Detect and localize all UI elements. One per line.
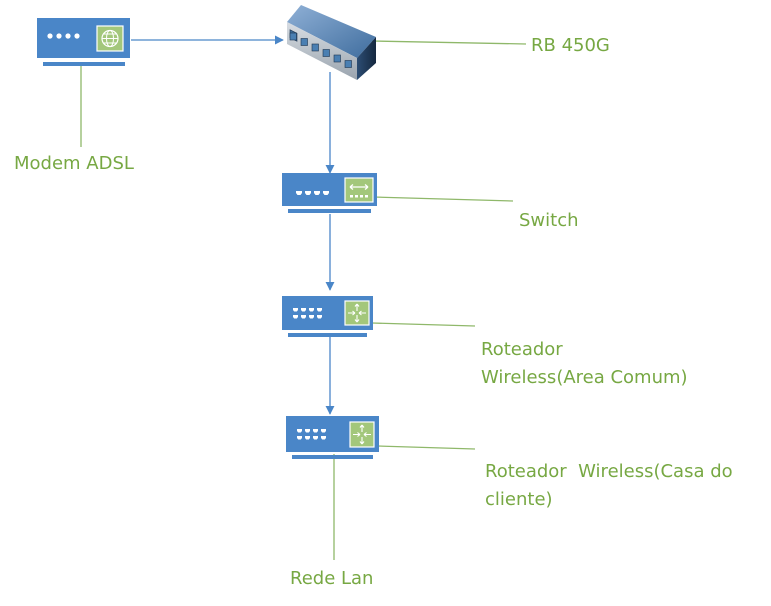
- ethernet-port-row: [289, 32, 352, 68]
- switch-device[interactable]: [282, 173, 377, 213]
- label-router2-line1: Roteador Wireless(Casa do: [485, 461, 733, 482]
- leader-switch: [372, 196, 514, 202]
- router-arrows-icon: [344, 300, 370, 326]
- label-router1-line1: Roteador: [481, 339, 563, 360]
- router2-device[interactable]: [286, 416, 379, 459]
- label-modem-adsl: Modem ADSL: [14, 153, 134, 174]
- port-icons: [292, 308, 322, 319]
- bidirectional-arrow-icon: [344, 177, 374, 203]
- label-router1-line2: Wireless(Area Comum): [481, 367, 688, 388]
- leader-rb450g: [371, 40, 527, 45]
- label-rede-lan: Rede Lan: [290, 568, 374, 589]
- label-router2-line2: cliente): [485, 489, 553, 510]
- port-icons: [296, 191, 329, 195]
- router1-device[interactable]: [282, 296, 373, 337]
- label-rb450g: RB 450G: [531, 35, 610, 56]
- globe-icon: [96, 25, 124, 52]
- leader-router2: [376, 445, 476, 450]
- router-arrows-icon: [349, 421, 375, 448]
- label-switch: Switch: [519, 210, 579, 231]
- port-lights: [47, 33, 80, 39]
- modem-device[interactable]: [37, 18, 130, 66]
- port-icons: [296, 429, 326, 440]
- leader-router1: [371, 322, 476, 327]
- rb450g-device[interactable]: [287, 5, 376, 80]
